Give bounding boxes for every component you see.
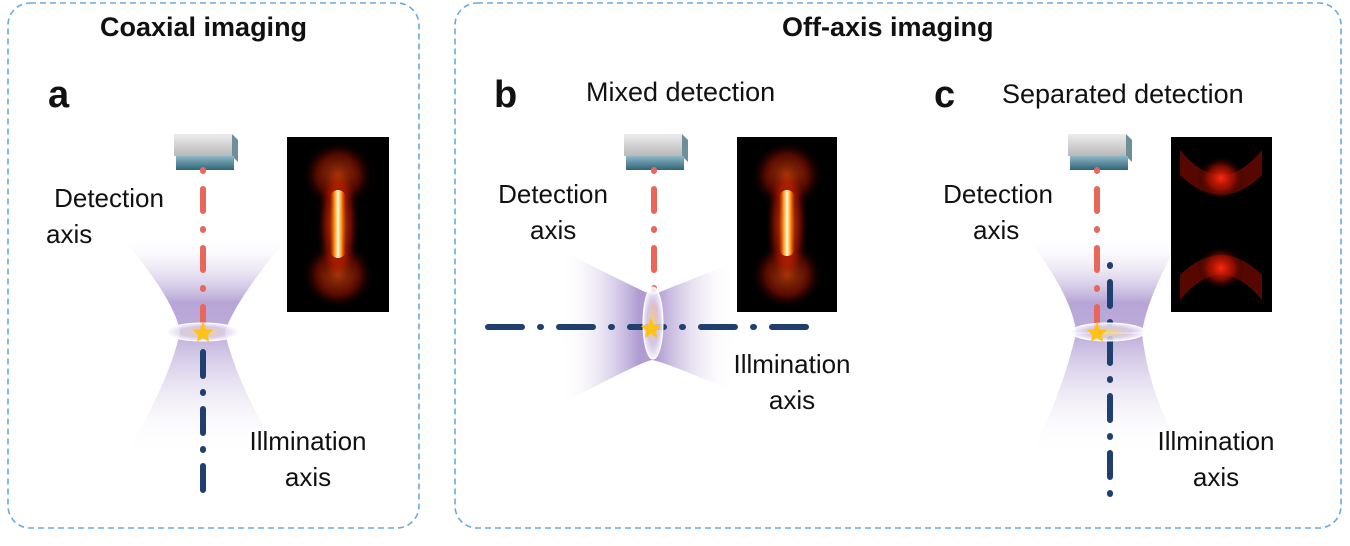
panel-a-illumination-label-line1: Illmination bbox=[249, 426, 367, 456]
panel-a-diagram bbox=[120, 134, 389, 508]
panel-a-psf-image bbox=[287, 137, 389, 312]
panel-b-letter: b bbox=[494, 74, 518, 116]
panel-a-detection-label-line1: Detection bbox=[54, 183, 164, 213]
panel-b-illumination-label: Illmination axis bbox=[724, 346, 860, 418]
panel-a-illumination-beam-upper bbox=[120, 235, 290, 332]
panel-b-camera bbox=[624, 134, 688, 170]
offaxis-title: Off-axis imaging bbox=[782, 12, 994, 42]
panel-b-detection-label: Detection axis bbox=[490, 176, 616, 248]
panel-c-diagram bbox=[1025, 134, 1272, 508]
panel-b-detection-label-line1: Detection bbox=[498, 179, 608, 209]
coaxial-title: Coaxial imaging bbox=[100, 12, 308, 42]
panel-c-illumination-label-line2: axis bbox=[1192, 462, 1240, 492]
panel-b-illumination-label-line2: axis bbox=[768, 385, 816, 415]
panel-a-detection-label: Detection axis bbox=[46, 180, 172, 252]
panel-b-subtitle: Mixed detection bbox=[586, 77, 776, 107]
panel-b-diagram bbox=[485, 134, 837, 405]
panel-c-illumination-label: Illmination axis bbox=[1148, 423, 1284, 495]
panel-a-letter: a bbox=[48, 74, 70, 116]
panel-b-detection-label-line2: axis bbox=[530, 215, 577, 245]
panel-c-psf-image bbox=[1171, 137, 1272, 312]
panel-a-camera bbox=[174, 134, 238, 170]
panel-c-illumination-beam-upper bbox=[1025, 235, 1180, 332]
panel-c-camera bbox=[1068, 134, 1132, 170]
panel-b-illumination-label-line1: Illmination bbox=[733, 349, 851, 379]
panel-b-psf-image bbox=[737, 137, 837, 312]
panel-c-illumination-label-line1: Illmination bbox=[1157, 426, 1275, 456]
panel-c-detection-label: Detection axis bbox=[935, 176, 1061, 248]
coaxial-frame bbox=[7, 2, 420, 529]
panel-a-illumination-label: Illmination axis bbox=[240, 423, 376, 495]
panel-c-focal-plane bbox=[1070, 322, 1146, 342]
panel-c-detection-label-line2: axis bbox=[973, 215, 1020, 245]
panel-a-focus-star bbox=[193, 322, 213, 342]
panel-b-focus-star bbox=[641, 318, 661, 338]
panel-c-letter: c bbox=[934, 74, 956, 116]
panel-c-focus-star bbox=[1087, 322, 1107, 342]
offaxis-frame bbox=[454, 2, 1342, 529]
panel-a-detection-label-line2: axis bbox=[46, 219, 93, 249]
panel-c-subtitle: Separated detection bbox=[1002, 79, 1244, 109]
panel-a-illumination-label-line2: axis bbox=[284, 462, 332, 492]
panel-c-detection-label-line1: Detection bbox=[943, 179, 1053, 209]
